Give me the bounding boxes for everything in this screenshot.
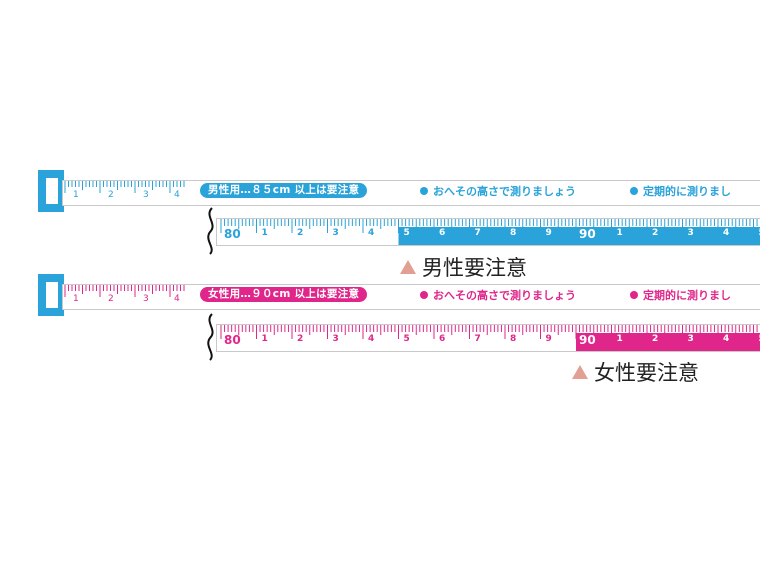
female-caution-label: 女性要注意 <box>572 357 699 387</box>
tick-label: 4 <box>723 334 730 344</box>
tick-label: 80 <box>224 333 241 347</box>
female-lower-numbers: 80 1 2 3 4 5 6 7 8 9 90 1 2 3 4 5 <box>216 333 760 348</box>
message-text: おへその高さで測りましょう <box>433 185 576 198</box>
tick-label: 2 <box>652 228 659 238</box>
male-lower-numbers: 80 1 2 3 4 5 6 7 8 9 90 1 2 3 4 5 <box>216 227 760 242</box>
tick-label: 9 <box>545 334 552 344</box>
tick-label: 90 <box>579 333 596 347</box>
tick-label: 5 <box>403 334 410 344</box>
female-message-regular: 定期的に測りまし <box>630 287 731 303</box>
female-upper-numbers: 1 2 3 4 <box>64 294 182 308</box>
tick-label: 3 <box>332 334 339 344</box>
tick-label: 9 <box>545 228 552 238</box>
message-text: 定期的に測りまし <box>643 289 731 302</box>
female-lower-tape <box>216 324 760 352</box>
message-text: 定期的に測りまし <box>643 185 731 198</box>
tick-label: 4 <box>368 334 375 344</box>
female-upper-ruler <box>64 285 185 297</box>
male-lower-tape <box>216 218 760 246</box>
tick-label: 2 <box>108 294 114 304</box>
caution-zone <box>576 333 760 351</box>
tick-label: 1 <box>261 334 268 344</box>
tick-label: 6 <box>439 334 446 344</box>
male-upper-tape <box>62 180 760 206</box>
tick-label: 5 <box>403 228 410 238</box>
bullet-dot-icon <box>420 187 428 195</box>
tick-label: 4 <box>723 228 730 238</box>
tick-label: 2 <box>297 334 304 344</box>
tick-label: 5 <box>759 228 760 238</box>
tick-label: 1 <box>616 228 623 238</box>
tick-label: 8 <box>510 334 517 344</box>
male-upper-ruler <box>64 181 185 193</box>
tick-label: 7 <box>474 334 481 344</box>
tick-label: 3 <box>332 228 339 238</box>
tick-label: 2 <box>108 190 114 200</box>
bullet-dot-icon <box>420 291 428 299</box>
caution-text: 女性要注意 <box>594 361 699 385</box>
tick-label: 3 <box>687 334 694 344</box>
tick-label: 4 <box>174 190 180 200</box>
female-lower-ruler <box>220 325 760 351</box>
tick-label: 1 <box>261 228 268 238</box>
tick-label: 8 <box>510 228 517 238</box>
male-caution-label: 男性要注意 <box>400 252 527 282</box>
female-upper-tape <box>62 284 760 310</box>
wave-break-icon <box>207 207 214 255</box>
male-message-regular: 定期的に測りまし <box>630 183 731 199</box>
male-lower-ruler <box>220 219 760 245</box>
tick-label: 4 <box>174 294 180 304</box>
tick-label: 90 <box>579 227 596 241</box>
tick-label: 6 <box>439 228 446 238</box>
caution-zone <box>398 227 760 245</box>
tick-label: 3 <box>143 190 149 200</box>
male-badge: 男性用…８５cm 以上は要注意 <box>200 183 368 198</box>
tape-hook-icon <box>38 170 64 212</box>
tick-label: 7 <box>474 228 481 238</box>
tick-label: 1 <box>73 294 79 304</box>
tick-label: 2 <box>297 228 304 238</box>
tick-label: 80 <box>224 227 241 241</box>
tick-label: 5 <box>759 334 760 344</box>
male-message-navel: おへその高さで測りましょう <box>420 183 576 199</box>
tick-label: 3 <box>687 228 694 238</box>
tick-label: 2 <box>652 334 659 344</box>
male-upper-numbers: 1 2 3 4 <box>64 190 182 204</box>
bullet-dot-icon <box>630 187 638 195</box>
tick-label: 1 <box>73 190 79 200</box>
wave-break-icon <box>207 313 214 361</box>
tick-label: 3 <box>143 294 149 304</box>
tick-label: 4 <box>368 228 375 238</box>
tick-label: 1 <box>616 334 623 344</box>
bullet-dot-icon <box>630 291 638 299</box>
message-text: おへその高さで測りましょう <box>433 289 576 302</box>
caution-text: 男性要注意 <box>422 256 527 280</box>
tape-hook-icon <box>38 274 64 316</box>
female-badge: 女性用…９０cm 以上は要注意 <box>200 287 368 302</box>
female-message-navel: おへその高さで測りましょう <box>420 287 576 303</box>
caution-triangle-icon <box>400 260 416 274</box>
caution-triangle-icon <box>572 365 588 379</box>
